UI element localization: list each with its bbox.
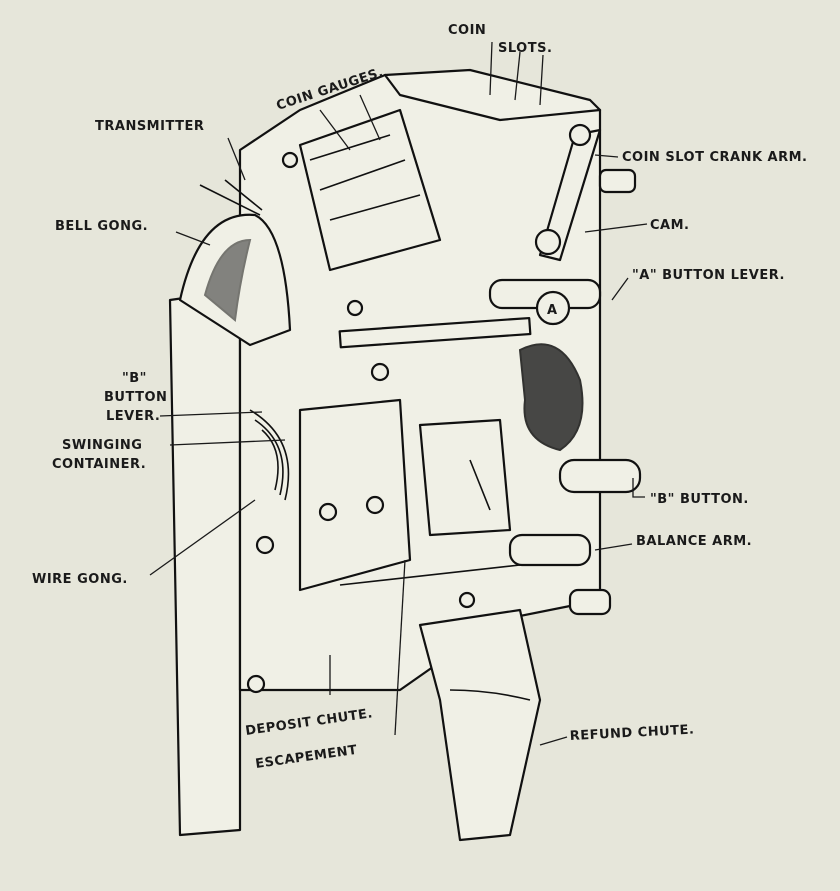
label-b-button-lever: LEVER. xyxy=(106,409,160,424)
label-swinging-container: CONTAINER. xyxy=(52,457,146,472)
back-plate xyxy=(168,288,242,837)
label-a-button-lever: "A" BUTTON LEVER. xyxy=(632,268,785,283)
coin-slot-plate xyxy=(383,68,602,122)
label-b-button-lever: "B" xyxy=(122,371,147,386)
a-button-lever-disc xyxy=(535,290,571,326)
coin-slot-crank-arm xyxy=(538,128,602,262)
transmitter xyxy=(199,179,263,216)
label-bell-gong: BELL GONG. xyxy=(55,219,148,234)
label-swinging-container: SWINGING xyxy=(62,438,142,453)
b-button-part xyxy=(558,458,642,494)
label-escapement: ESCAPEMENT xyxy=(254,743,358,772)
label-coin-slots: COIN xyxy=(448,23,486,38)
coin-gauges-block xyxy=(298,108,442,272)
refund-chute xyxy=(418,608,542,842)
wiring-cluster xyxy=(518,343,584,452)
wire-gong xyxy=(249,409,290,501)
label-cam: CAM. xyxy=(650,218,689,233)
label-deposit-chute: DEPOSIT CHUTE. xyxy=(244,706,373,739)
leader-lines xyxy=(149,41,648,746)
label-balance-arm: BALANCE ARM. xyxy=(636,534,752,549)
label-refund-chute: REFUND CHUTE. xyxy=(569,722,694,744)
label-b-button: "B" BUTTON. xyxy=(650,492,749,507)
label-wire-gong: WIRE GONG. xyxy=(32,572,128,587)
escapement-plate xyxy=(418,418,512,537)
mechanism-illustration: A xyxy=(168,68,642,842)
label-coin-slot-crank-arm: COIN SLOT CRANK ARM. xyxy=(622,150,808,165)
balance-arm-part xyxy=(508,533,592,567)
swinging-container-plate xyxy=(298,398,412,592)
label-coin-slots: SLOTS. xyxy=(498,41,552,56)
label-transmitter: TRANSMITTER xyxy=(95,119,204,134)
a-button-marking: A xyxy=(547,303,558,318)
label-b-button-lever: BUTTON xyxy=(104,390,167,405)
